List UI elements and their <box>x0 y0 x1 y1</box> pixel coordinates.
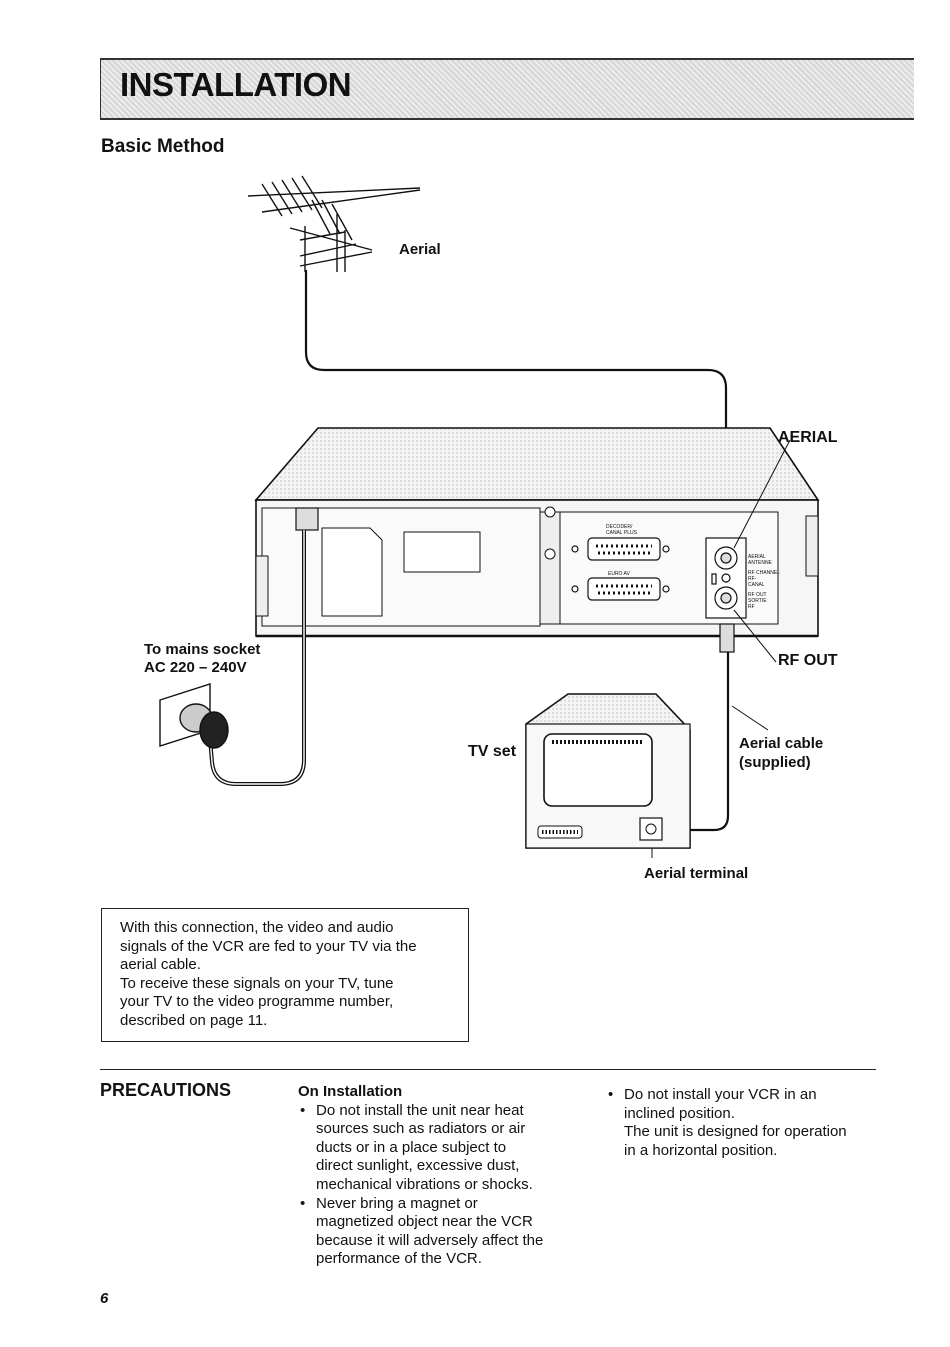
scart-connector-euro-av <box>571 577 670 601</box>
panel-canal-label: CANAL PLUS <box>606 530 638 536</box>
power-cord <box>208 507 319 786</box>
panel-rfout-label-2: SORTIE <box>748 598 767 604</box>
panel-rfout-label-1: RF OUT <box>748 592 767 598</box>
mains-socket-label: To mains socket <box>144 641 260 658</box>
section-divider <box>100 1069 876 1070</box>
aerial-terminal-label: Aerial terminal <box>644 865 748 882</box>
rf-socket-panel <box>705 537 747 619</box>
note-line: your TV to the video programme number, <box>120 993 394 1010</box>
panel-antenna-label-1: AERIAL <box>748 554 766 560</box>
precautions-heading: PRECAUTIONS <box>100 1080 232 1100</box>
connection-diagram: Aerial DECODER/ CANAL PLUS EURO AV <box>144 175 838 882</box>
panel-rfch-label-2: RF- <box>748 576 757 582</box>
note-line: aerial cable. <box>120 956 201 973</box>
note-line: signals of the VCR are fed to your TV vi… <box>120 937 417 955</box>
panel-euro-label: EURO AV <box>608 571 631 577</box>
note-line: To receive these signals on your TV, tun… <box>120 974 394 992</box>
precaution-item: Do not install your VCR in an inclined p… <box>606 1086 896 1160</box>
precautions-column-left: On Installation Do not install the unit … <box>298 1083 588 1269</box>
page-title: INSTALLATION <box>120 66 352 103</box>
precaution-item: Do not install the unit near heat source… <box>298 1102 588 1195</box>
rf-out-label: RF OUT <box>778 652 838 669</box>
mains-voltage-label: AC 220 – 240V <box>144 659 247 676</box>
aerial-socket-label: AERIAL <box>778 429 838 446</box>
precautions-column-right: Do not install your VCR in an inclined p… <box>606 1086 896 1160</box>
section-subtitle: Basic Method <box>101 136 225 157</box>
note-line: With this connection, the video and audi… <box>120 919 394 936</box>
precaution-item: Never bring a magnet or magnetized objec… <box>298 1195 588 1269</box>
scart-connector-decoder <box>571 537 670 561</box>
connection-note: With this connection, the video and audi… <box>101 908 469 1042</box>
wall-socket-icon <box>159 683 229 749</box>
panel-antenna-label-2: ANTENNE <box>748 560 773 566</box>
aerial-cable-supplied-label: (supplied) <box>739 754 811 771</box>
header-banner <box>100 58 914 120</box>
tv-set-label: TV set <box>468 743 517 760</box>
panel-rfch-label-3: CANAL <box>748 582 765 588</box>
note-line: described on page 11. <box>120 1011 268 1029</box>
aerial-label: Aerial <box>399 241 441 258</box>
panel-rfch-label-1: RF CHANNEL <box>748 570 780 576</box>
aerial-cable-label: Aerial cable <box>739 735 823 752</box>
vcr-unit <box>254 427 820 638</box>
page-number: 6 <box>100 1290 109 1307</box>
panel-rfout-label-3: RF <box>748 604 755 610</box>
tv-set-icon <box>525 693 691 849</box>
aerial-antenna-icon <box>247 175 421 272</box>
on-installation-heading: On Installation <box>298 1083 403 1100</box>
panel-decoder-label: DECODER/ <box>606 524 633 530</box>
